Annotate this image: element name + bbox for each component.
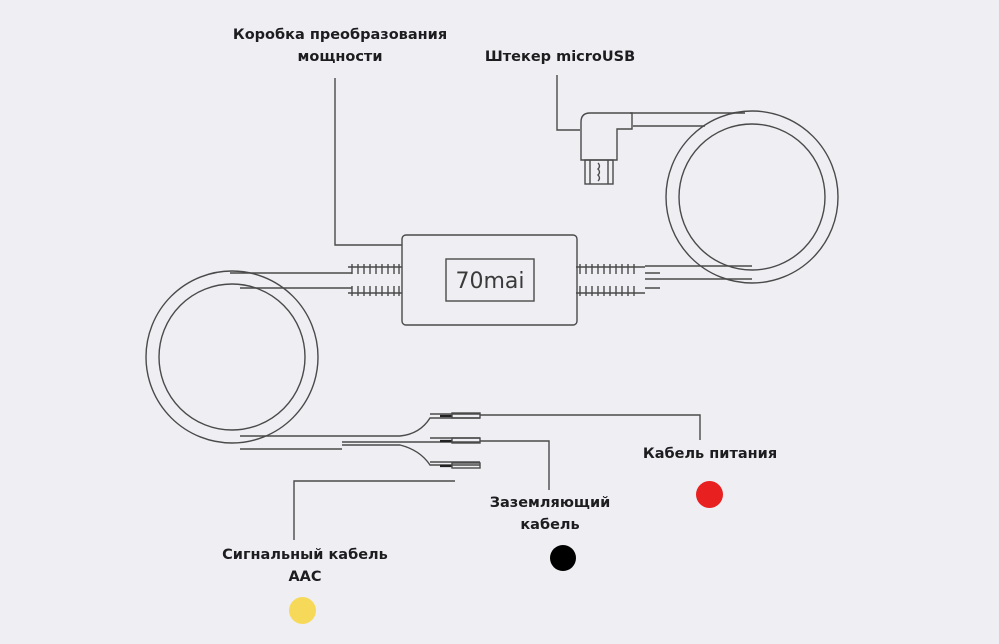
label-ground-line2: кабель [520, 517, 580, 533]
label-power-cable: Кабель питания [642, 446, 778, 462]
label-power-box-line1: Коробка преобразования [232, 27, 448, 43]
right-strain-relief [576, 264, 660, 296]
label-signal-cable: Сигнальный кабель ААС [205, 544, 405, 588]
micro-usb-connector [580, 112, 633, 185]
box-logo: 70mai [455, 269, 524, 294]
leader-signal-cable [293, 480, 455, 540]
left-cable-coil [145, 270, 352, 450]
right-cable-coil [630, 110, 839, 284]
label-signal-line1: Сигнальный кабель [222, 547, 388, 563]
label-ground-cable: Заземляющий кабель [480, 492, 620, 536]
ground-cable-color-dot [550, 545, 576, 571]
leader-ground-cable [480, 440, 550, 490]
leader-micro-usb [556, 75, 580, 131]
box-logo-plate [445, 258, 535, 302]
wire-tips [451, 412, 481, 469]
power-cable-color-dot [696, 481, 723, 508]
leader-power-cable [480, 414, 701, 440]
wire-split [342, 413, 480, 466]
signal-cable-color-dot [289, 597, 316, 624]
leader-power-box [334, 78, 402, 246]
label-power-box: Коробка преобразования мощности [225, 24, 455, 68]
label-power-box-line2: мощности [297, 49, 383, 65]
power-conversion-box [401, 234, 578, 326]
label-ground-line1: Заземляющий [489, 495, 611, 511]
label-signal-line2: ААС [288, 569, 322, 585]
label-micro-usb: Штекер microUSB [484, 49, 636, 65]
left-strain-relief [348, 264, 402, 296]
